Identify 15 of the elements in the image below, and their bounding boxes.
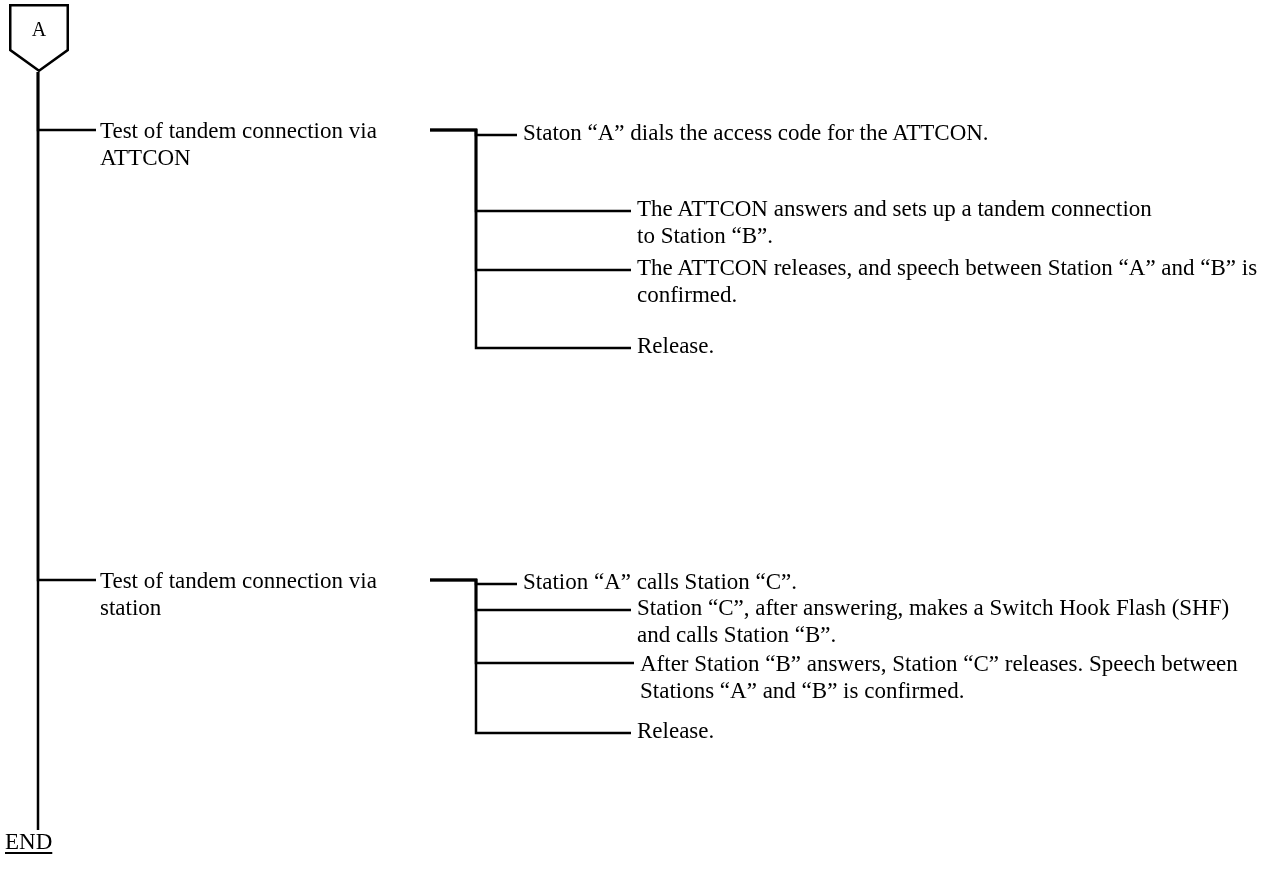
step-text: The ATTCON answers and sets up a tandem connection to Station “B”.: [637, 195, 1157, 249]
connector-line: [430, 578, 631, 735]
connector-line: [36, 72, 96, 582]
step-text: The ATTCON releases, and speech between Station “A” and “B” is confirmed.: [637, 254, 1262, 308]
step-text: Test of tandem connection via station: [100, 567, 430, 621]
connector-line: [430, 128, 631, 350]
step-text: Release.: [637, 332, 837, 359]
step-text: Release.: [637, 717, 837, 744]
step-text: Station “A” calls Station “C”.: [523, 568, 943, 595]
connector-label: A: [31, 18, 47, 42]
step-text: Staton “A” dials the access code for the ATTCON.: [523, 119, 1123, 146]
step-text: Station “C”, after answering, makes a Switch Hook Flash (SHF) and calls Station “B”.: [637, 594, 1262, 648]
step-text: Test of tandem connection via ATTCON: [100, 117, 430, 171]
step-text: After Station “B” answers, Station “C” releases. Speech between Stations “A” and “B” is confirmed.: [640, 650, 1266, 704]
end-label: END: [5, 828, 75, 855]
